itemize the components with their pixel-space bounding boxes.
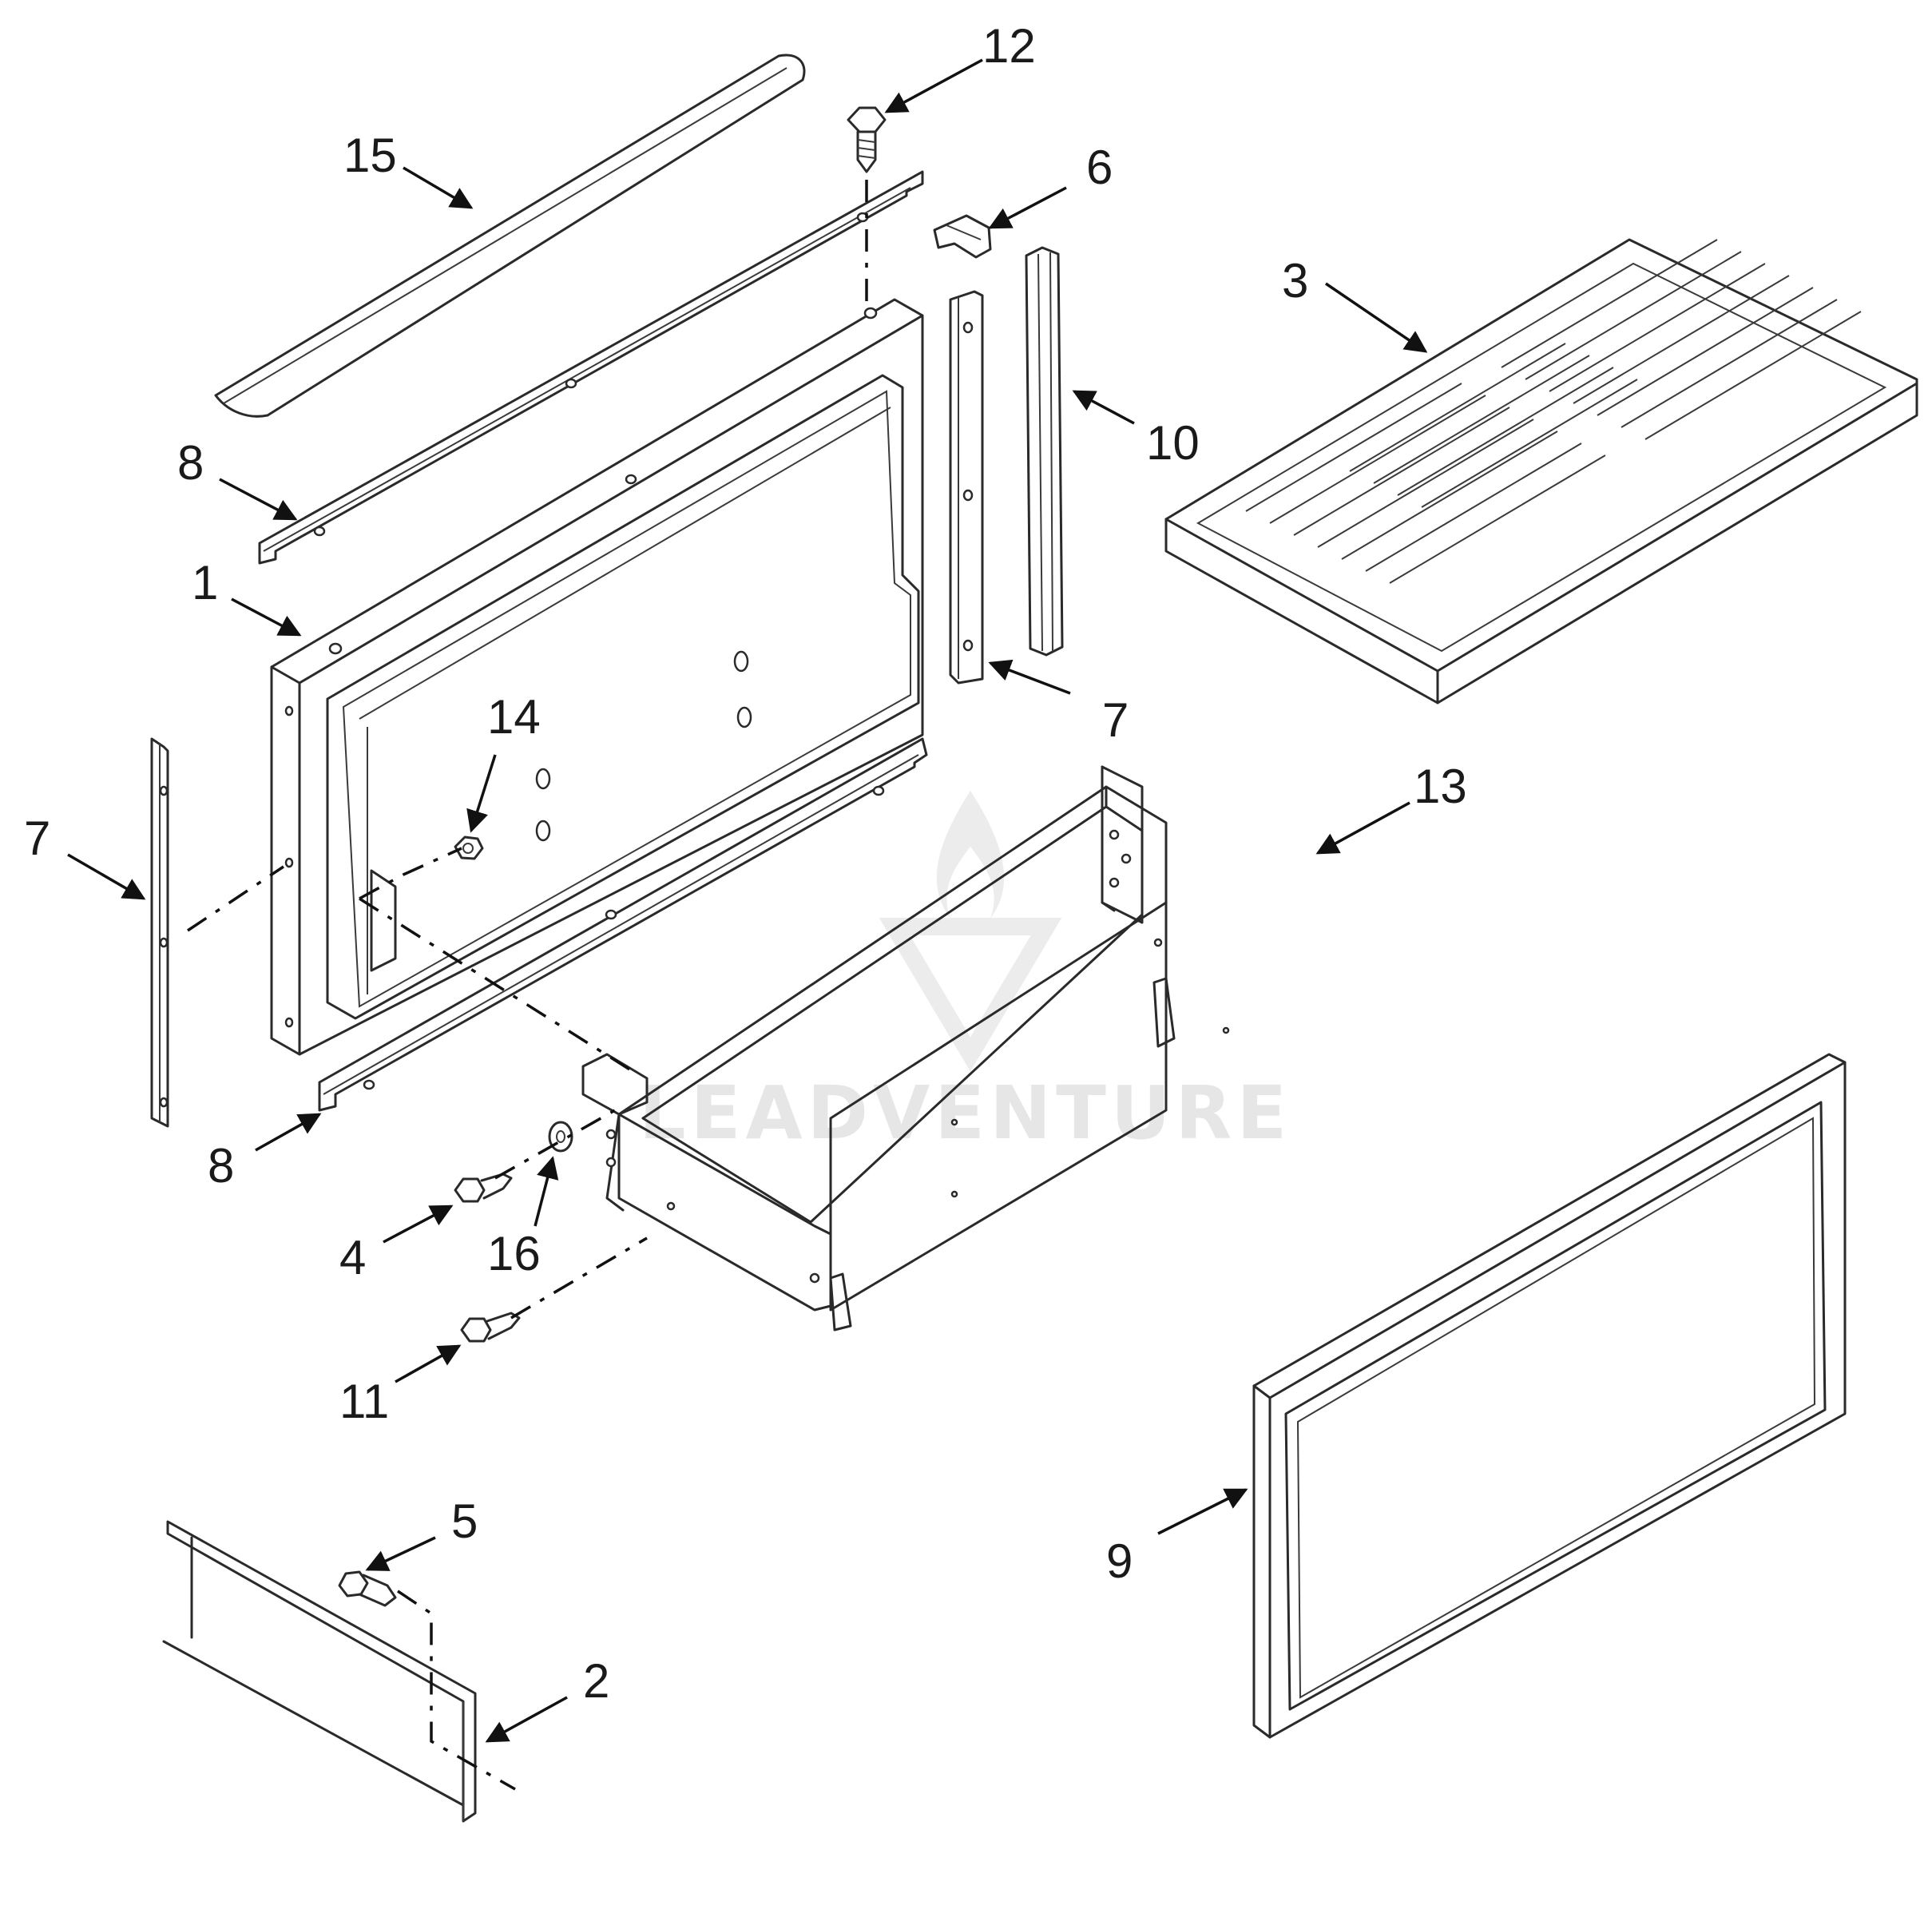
callout-3: 3: [1282, 254, 1308, 308]
callout-7-left: 7: [24, 812, 50, 865]
callout-2: 2: [583, 1654, 609, 1708]
part-14-nut: [454, 835, 484, 860]
part-6-clip: [933, 214, 992, 259]
part-4-screw: [454, 1173, 513, 1203]
callout-15: 15: [343, 129, 397, 182]
part-13-drawer-bin: [581, 765, 1230, 1332]
callout-11: 11: [339, 1375, 389, 1428]
part-11-screw: [460, 1312, 521, 1343]
callout-1: 1: [192, 556, 218, 609]
part-16-washer: [548, 1121, 573, 1153]
callout-8-lower: 8: [208, 1139, 234, 1193]
callout-14: 14: [487, 690, 541, 744]
flame-logo-icon: [936, 791, 1005, 919]
grate-slots: [1245, 239, 1862, 584]
callout-7-right: 7: [1102, 693, 1129, 747]
callout-13: 13: [1414, 760, 1467, 813]
callout-8-upper: 8: [177, 436, 204, 490]
part-2-kick-plate: [162, 1520, 477, 1823]
watermark-brand: LEADVENTURE: [639, 1070, 1291, 1156]
callout-10: 10: [1146, 416, 1200, 470]
part-15-trim-cover: [214, 54, 806, 418]
part-3-grate-shelf: [1164, 238, 1918, 704]
v-logo-icon: [879, 918, 1062, 1072]
part-7-left-side-strip: [150, 737, 169, 1128]
callout-16: 16: [487, 1227, 541, 1280]
part-8-top-trim-strip: [258, 170, 924, 565]
callout-5: 5: [451, 1494, 478, 1548]
callout-4: 4: [339, 1231, 366, 1284]
part-5-screw: [338, 1570, 397, 1607]
part-12-screw: [847, 106, 887, 173]
watermark: LEADVENTURE: [639, 791, 1291, 1156]
callout-9: 9: [1106, 1534, 1133, 1588]
assembly-lines: [187, 180, 868, 1791]
part-8-bottom-trim-strip: [318, 737, 928, 1112]
part-10-channel-trim: [1025, 246, 1064, 657]
part-1-door-frame: [270, 298, 924, 1056]
callout-labels: 12 15 6 3 8 10 1 7 14 7 13 8 4 16 11 5 2…: [24, 19, 1467, 1708]
leader-arrows: [67, 58, 1428, 1743]
callout-12: 12: [982, 19, 1036, 73]
part-7-right-side-strip: [949, 290, 984, 685]
callout-6: 6: [1086, 141, 1113, 194]
part-9-door-gasket: [1252, 1053, 1847, 1739]
